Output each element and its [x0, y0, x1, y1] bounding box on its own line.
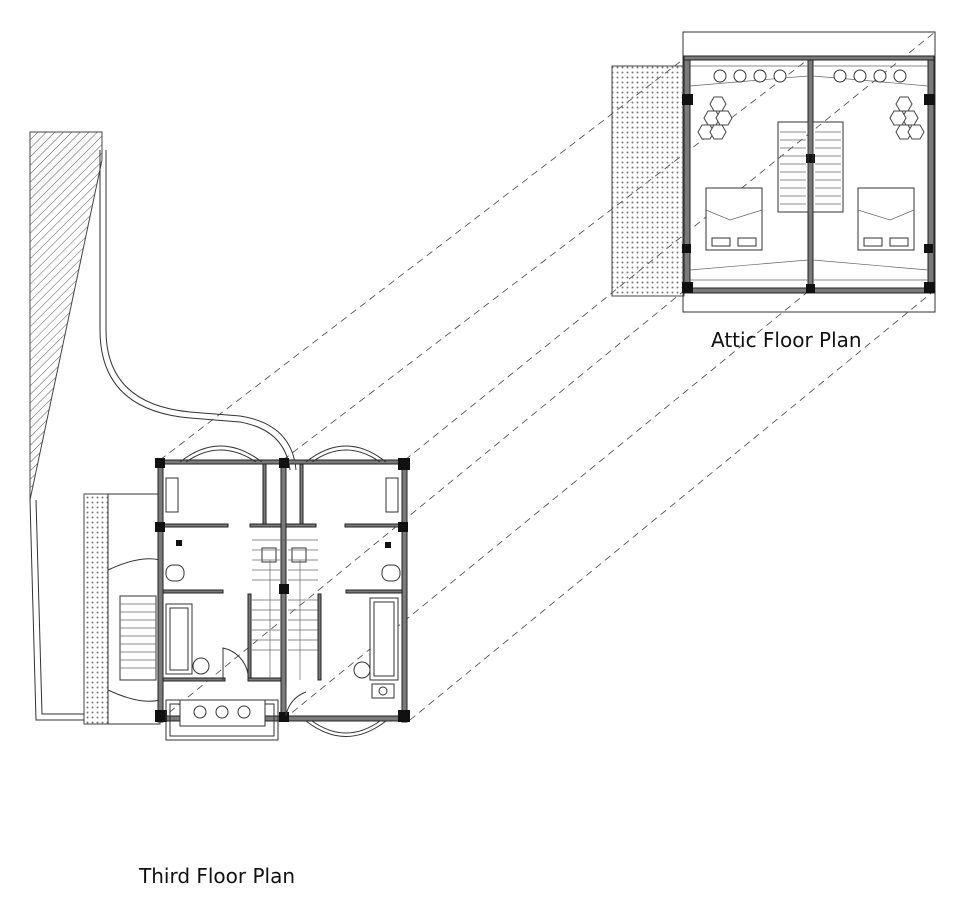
attic-dotted-terrace: [611, 65, 685, 297]
dotted-terrace: [83, 493, 109, 725]
hatched-roof-strip: [29, 131, 103, 501]
third-floor-plan-title: Third Floor Plan: [139, 864, 296, 888]
third-floor-plan: [29, 131, 410, 741]
projection-lines: [159, 31, 936, 721]
attic-floor-plan-title: Attic Floor Plan: [711, 328, 862, 352]
attic-floor-plan: [611, 31, 936, 313]
